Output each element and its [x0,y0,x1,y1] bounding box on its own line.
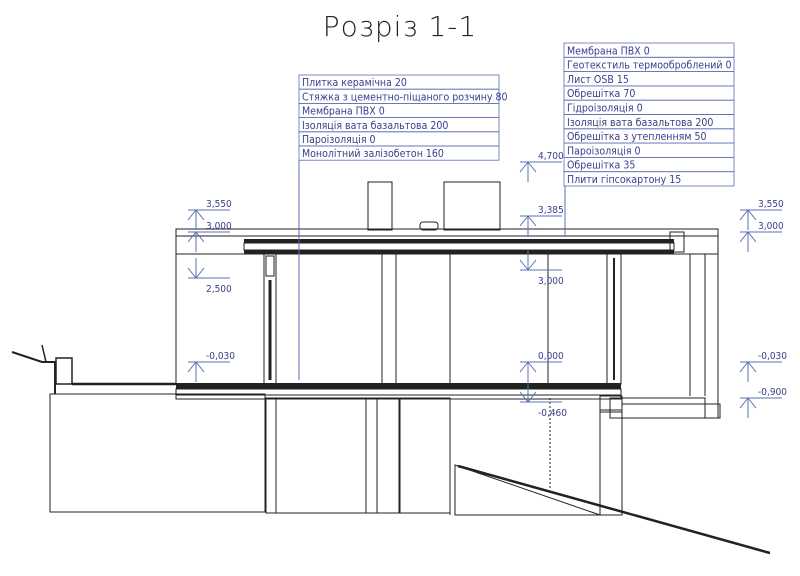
callout-row-text: Обрешітка з утепленням 50 [567,131,706,143]
walls [175,229,719,418]
callout-row-text: Обрешітка 70 [567,88,635,100]
level-mark-right-top: 3,550 [739,199,784,230]
callout-row-text: Ізоляція вата базальтова 200 [302,120,448,132]
level-value: 3,000 [758,221,784,232]
level-mark-right-roof: 3,000 [739,221,784,252]
leaders [298,160,566,380]
level-mark-left-top: 3,550 [187,199,232,230]
level-value: 3,385 [538,205,564,216]
level-mark-mid-slab: -0,460 [519,382,567,419]
rooftop-equipment [367,181,501,231]
level-value: -0,030 [206,351,235,362]
roof-layers-callout: Мембрана ПВХ 0 Геотекстиль термооброблени… [563,42,735,187]
level-value: 2,500 [206,284,232,295]
ground-slab [175,383,706,419]
callout-row-text: Плити гіпсокартону 15 [567,174,681,186]
level-value: 0,000 [538,351,564,362]
drawing-title: Розріз 1-1 [322,10,478,43]
callout-row-text: Гідроізоляція 0 [567,103,643,115]
level-value: 3,000 [538,276,564,287]
level-value: 3,000 [206,221,232,232]
floor-layers-callout: Плитка керамічна 20 Стяжка з цементно-піщ… [298,74,508,161]
foundation-ground [49,393,623,516]
callout-row [563,171,735,187]
level-mark-mid-ceiling: 3,000 [519,250,564,287]
callout-row-text: Пароізоляція 0 [567,145,641,157]
callout-row-text: Мембрана ПВХ 0 [302,106,385,118]
callout-row-text: Обрешітка 35 [567,160,635,172]
level-value: 3,550 [758,199,784,210]
callout-row-text: Мембрана ПВХ 0 [567,45,650,57]
roof-slab [175,228,719,255]
terrain-left [11,344,176,394]
level-mark-left-ground: -0,030 [187,351,235,382]
level-mark-mid-floor: 0,000 [519,351,564,382]
callout-row-text: Ізоляція вата базальтова 200 [567,117,713,129]
level-value: -0,900 [758,387,787,398]
level-value: -0,030 [758,351,787,362]
callout-row-text: Пароізоляція 0 [302,134,376,146]
level-value: -0,460 [538,408,567,419]
callout-row-text: Лист OSB 15 [567,74,629,86]
level-mark-left-roof: 3,000 [187,221,232,252]
level-mark-mid-top: 4,700 [519,151,564,182]
level-mark-left-window: 2,500 [187,258,232,295]
level-mark-mid-roof: 3,385 [519,205,564,236]
level-mark-right-ground: -0,030 [739,351,787,382]
level-marks: 3,550 3,000 2,500 -0,030 4,700 3,385 3,000 0,00… [187,151,787,419]
callout-row-text: Геотекстиль термооброблений 0 [567,60,732,72]
callout-row-text: Стяжка з цементно-піщаного розчину 80 [302,91,508,103]
terrain-right [457,403,771,555]
callout-row [298,145,500,161]
level-value: 4,700 [538,151,564,162]
level-value: 3,550 [206,199,232,210]
level-mark-right-low: -0,900 [739,387,787,418]
callout-row-text: Монолітний залізобетон 160 [302,148,444,160]
callout-row-text: Плитка керамічна 20 [302,77,407,89]
